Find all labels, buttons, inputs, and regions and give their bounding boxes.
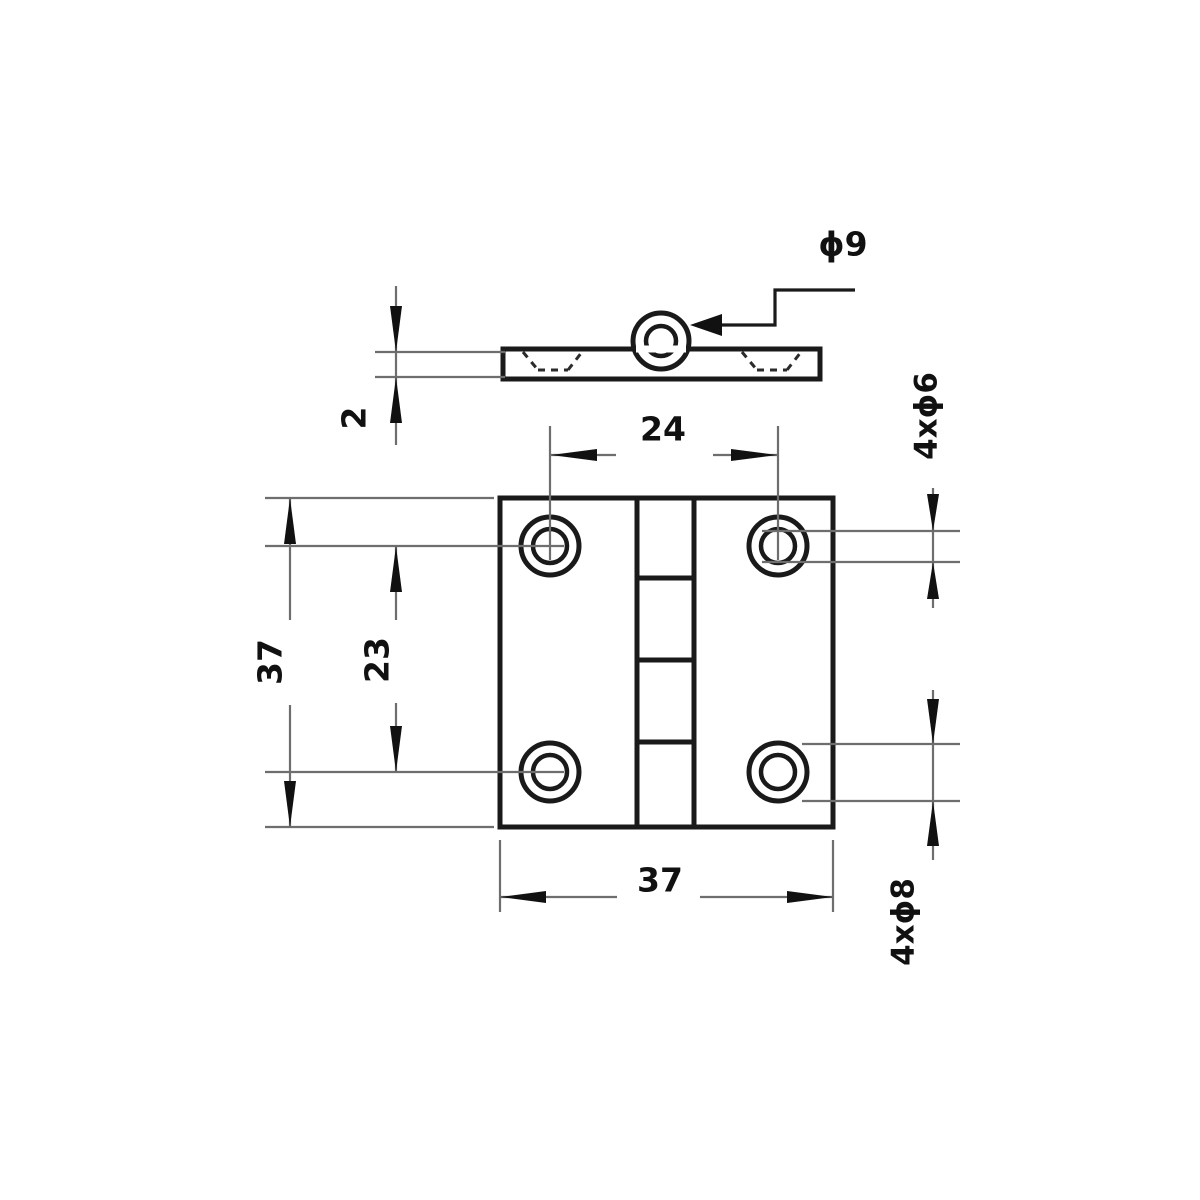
pitch24-arrow-left xyxy=(551,449,597,461)
phi6-arrow-up xyxy=(927,494,939,531)
dimension-thickness: 2 xyxy=(335,286,505,445)
phi8-arrow-down xyxy=(927,801,939,846)
knuckle-bore-circle xyxy=(643,323,679,359)
phi6-label: 4xϕ6 xyxy=(909,372,945,460)
top-view-countersink-left xyxy=(521,351,584,372)
thickness-arrow-down xyxy=(390,377,402,423)
height37-label: 37 xyxy=(251,639,290,685)
pin-diameter-arrowhead xyxy=(690,314,722,336)
dimension-hole-diameter: 4xϕ6 xyxy=(762,372,960,608)
top-view-knuckle xyxy=(630,310,692,372)
hole-centerlines xyxy=(265,426,835,912)
hole-bottom-right xyxy=(746,740,810,804)
pitch24-arrow-right xyxy=(731,449,777,461)
top-view-countersink-right xyxy=(740,351,803,372)
through-hole-circle xyxy=(758,752,798,792)
pitch23-label: 23 xyxy=(358,637,397,683)
counterbore-circle xyxy=(746,740,810,804)
countersink-hidden-line xyxy=(785,351,803,371)
pin-diameter-leader-line xyxy=(706,288,855,327)
front-view-body-outline xyxy=(497,495,836,830)
width37-label: 37 xyxy=(637,861,683,900)
pitch23-arrow-top xyxy=(390,546,402,592)
width37-arrow-right xyxy=(787,891,833,903)
countersink-hidden-line xyxy=(521,351,540,371)
dimension-counterbore-diameter: 4xϕ8 xyxy=(802,690,960,966)
thickness-dim-label: 2 xyxy=(335,407,374,430)
top-view-plate xyxy=(500,346,823,382)
dimension-hole-pitch-x: 24 xyxy=(551,410,777,461)
phi8-arrow-up xyxy=(927,699,939,744)
height37-arrow-bottom xyxy=(284,781,296,827)
dimension-hole-pitch-y: 23 xyxy=(358,546,402,772)
height37-arrow-top xyxy=(284,498,296,544)
pitch23-arrow-bottom xyxy=(390,726,402,772)
phi6-arrow-down xyxy=(927,562,939,599)
top-view-plate-outline xyxy=(500,346,823,382)
dimension-plate-width: 37 xyxy=(500,861,833,903)
countersink-hidden-line xyxy=(740,351,759,371)
thickness-arrow-up xyxy=(390,306,402,352)
countersink-hidden-line xyxy=(566,351,584,371)
front-view-group: 24 37 23 37 xyxy=(251,372,960,966)
top-view-group: 2 ϕ9 xyxy=(335,225,868,445)
width37-arrow-left xyxy=(500,891,546,903)
knuckle-outer-circle xyxy=(630,310,692,372)
dimension-plate-height: 37 xyxy=(251,498,296,827)
pitch24-label: 24 xyxy=(640,410,686,449)
phi8-label: 4xϕ8 xyxy=(886,878,922,966)
dimension-pin-diameter: ϕ9 xyxy=(690,225,868,336)
pin-diameter-label: ϕ9 xyxy=(818,225,867,264)
